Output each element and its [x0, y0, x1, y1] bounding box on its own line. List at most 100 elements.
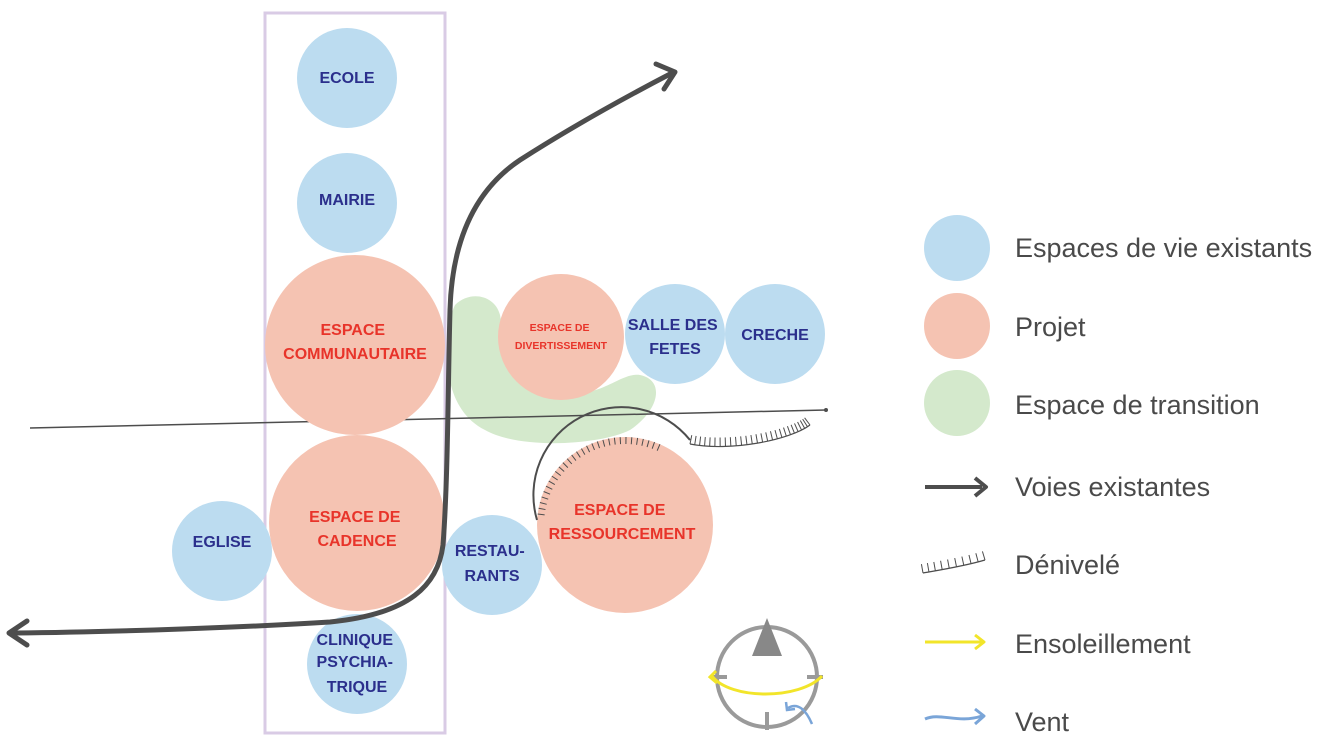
- svg-text:ECOLE: ECOLE: [319, 70, 374, 87]
- slope-tick: [778, 428, 783, 438]
- slope-tick: [704, 436, 706, 447]
- slope-tick: [769, 431, 774, 441]
- slope-tick: [630, 437, 633, 445]
- slope-tick: [804, 417, 811, 426]
- existing-road: [12, 70, 675, 636]
- project-space-ressourcement: ESPACE DE RESSOURCEMENT: [537, 437, 713, 613]
- axis-frame: [263, 11, 447, 735]
- existing-space-clinique: CLINIQUE PSYCHIA- TRIQUE: [307, 614, 407, 714]
- slope-tick: [558, 466, 565, 472]
- slope-tick: [783, 427, 787, 437]
- slope-tick: [613, 437, 616, 445]
- legend-item-sun: Ensoleillement: [925, 629, 1191, 659]
- horizontal-axis-line: [29, 409, 827, 429]
- slope-tick: [651, 441, 656, 449]
- slope-tick: [940, 560, 943, 570]
- svg-text:Espaces de vie existants: Espaces de vie existants: [1015, 233, 1312, 263]
- svg-text:SALLE DES FETES: SALLE DES FETES: [628, 317, 722, 358]
- slope-tick: [961, 556, 965, 566]
- slope-tick: [954, 557, 958, 568]
- slope-tick: [794, 423, 799, 432]
- slope-tick: [797, 421, 803, 431]
- slope-tick: [580, 448, 586, 455]
- slope-tick: [641, 438, 644, 446]
- slope-tick: [554, 470, 562, 477]
- svg-text:Vent: Vent: [1015, 707, 1070, 737]
- svg-text:ESPACE COMMUNAUTAIRE: ESPACE COMMUNAUTAIRE: [283, 322, 427, 363]
- slope-tick: [933, 561, 936, 571]
- slope-tick: [735, 436, 737, 446]
- existing-space-creche: CRECHE: [725, 284, 825, 384]
- slope-tick: [729, 437, 732, 447]
- legend-item-wind: Vent: [924, 707, 1070, 737]
- svg-text:Dénivelé: Dénivelé: [1015, 550, 1120, 580]
- project-space-divertissement: ESPACE DE DIVERTISSEMENT: [498, 274, 624, 400]
- slope-tick: [926, 563, 930, 573]
- ecole-label: ECOLE: [319, 70, 374, 87]
- svg-text:RESTAU- RANTS: RESTAU- RANTS: [455, 543, 529, 585]
- slope-tick: [774, 429, 778, 439]
- legend: Espaces de vie existants Projet Espace d…: [920, 215, 1312, 737]
- project-space-communautaire: ESPACE COMMUNAUTAIRE: [265, 255, 445, 435]
- slope-tick: [765, 432, 769, 442]
- project-space-cadence: ESPACE DE CADENCE: [269, 435, 445, 611]
- existing-space-ecole: ECOLE: [297, 28, 397, 128]
- svg-text:CLINIQUE PSYCHIA-: CLINIQUE PSYCHIA- TRIQUE: [317, 632, 398, 696]
- slope-tick: [602, 439, 606, 447]
- svg-text:EGLISE: EGLISE: [193, 534, 252, 551]
- svg-text:ESPACE DE CADENCE: ESPACE DE CADENCE: [309, 509, 405, 550]
- slope-tick: [596, 441, 601, 449]
- legend-item-transition: Espace de transition: [924, 370, 1260, 436]
- legend-item-project: Projet: [924, 293, 1086, 359]
- compass-icon: [707, 618, 824, 730]
- road-arrowhead-left: [6, 618, 30, 648]
- slope-ticks-curve: [689, 417, 811, 447]
- slope-tick: [947, 559, 950, 569]
- slope-tick: [586, 445, 591, 453]
- svg-text:ESPACE DE DIVERTISSEMENT: ESPACE DE DIVERTISSEMENT: [515, 322, 608, 352]
- svg-text:Espace de transition: Espace de transition: [1015, 390, 1260, 420]
- svg-text:ESPACE DE RESSOURCEMENT: ESPACE DE RESSOURCEMENT: [549, 502, 696, 543]
- slope-tick: [968, 554, 972, 564]
- slope-tick: [689, 435, 693, 445]
- slope-tick: [694, 435, 697, 445]
- slope-tick: [608, 438, 611, 446]
- slope-tick: [576, 451, 581, 458]
- slope-tick: [562, 462, 569, 468]
- slope-ticks-ressourcement: [537, 436, 661, 516]
- existing-space-restaurants: RESTAU- RANTS: [442, 515, 542, 615]
- slope-tick: [975, 553, 979, 563]
- slope-tick: [636, 437, 639, 445]
- svg-text:MAIRIE: MAIRIE: [319, 192, 375, 209]
- slope-tick: [537, 513, 545, 516]
- slope-tick: [802, 418, 808, 427]
- slope-tick: [545, 485, 553, 490]
- legend-item-roads: Voies existantes: [925, 472, 1210, 502]
- slope-tick: [920, 564, 924, 574]
- slope-tick: [750, 434, 753, 445]
- slope-tick: [538, 507, 546, 511]
- svg-text:Ensoleillement: Ensoleillement: [1015, 629, 1191, 659]
- existing-space-mairie: MAIRIE: [297, 153, 397, 253]
- slope-tick: [541, 496, 549, 500]
- slope-tick: [548, 480, 556, 485]
- slope-tick: [745, 435, 748, 445]
- slope-tick: [799, 420, 806, 429]
- legend-item-existing: Espaces de vie existants: [924, 215, 1312, 281]
- svg-text:Voies existantes: Voies existantes: [1015, 472, 1210, 502]
- slope-tick: [656, 444, 661, 451]
- slope-tick: [543, 491, 551, 495]
- slope-tick: [790, 424, 795, 434]
- slope-tick: [551, 475, 558, 481]
- slope-tick: [786, 426, 791, 435]
- slope-tick: [981, 551, 986, 561]
- slope-tick: [591, 443, 595, 451]
- slope-tick: [646, 440, 650, 448]
- svg-text:CRECHE: CRECHE: [741, 327, 809, 344]
- existing-space-salle-des-fetes: SALLE DES FETES: [625, 284, 725, 384]
- svg-text:Projet: Projet: [1015, 312, 1086, 342]
- slope-tick: [571, 454, 577, 461]
- slope-tick: [760, 433, 764, 443]
- existing-space-eglise: EGLISE: [172, 501, 272, 601]
